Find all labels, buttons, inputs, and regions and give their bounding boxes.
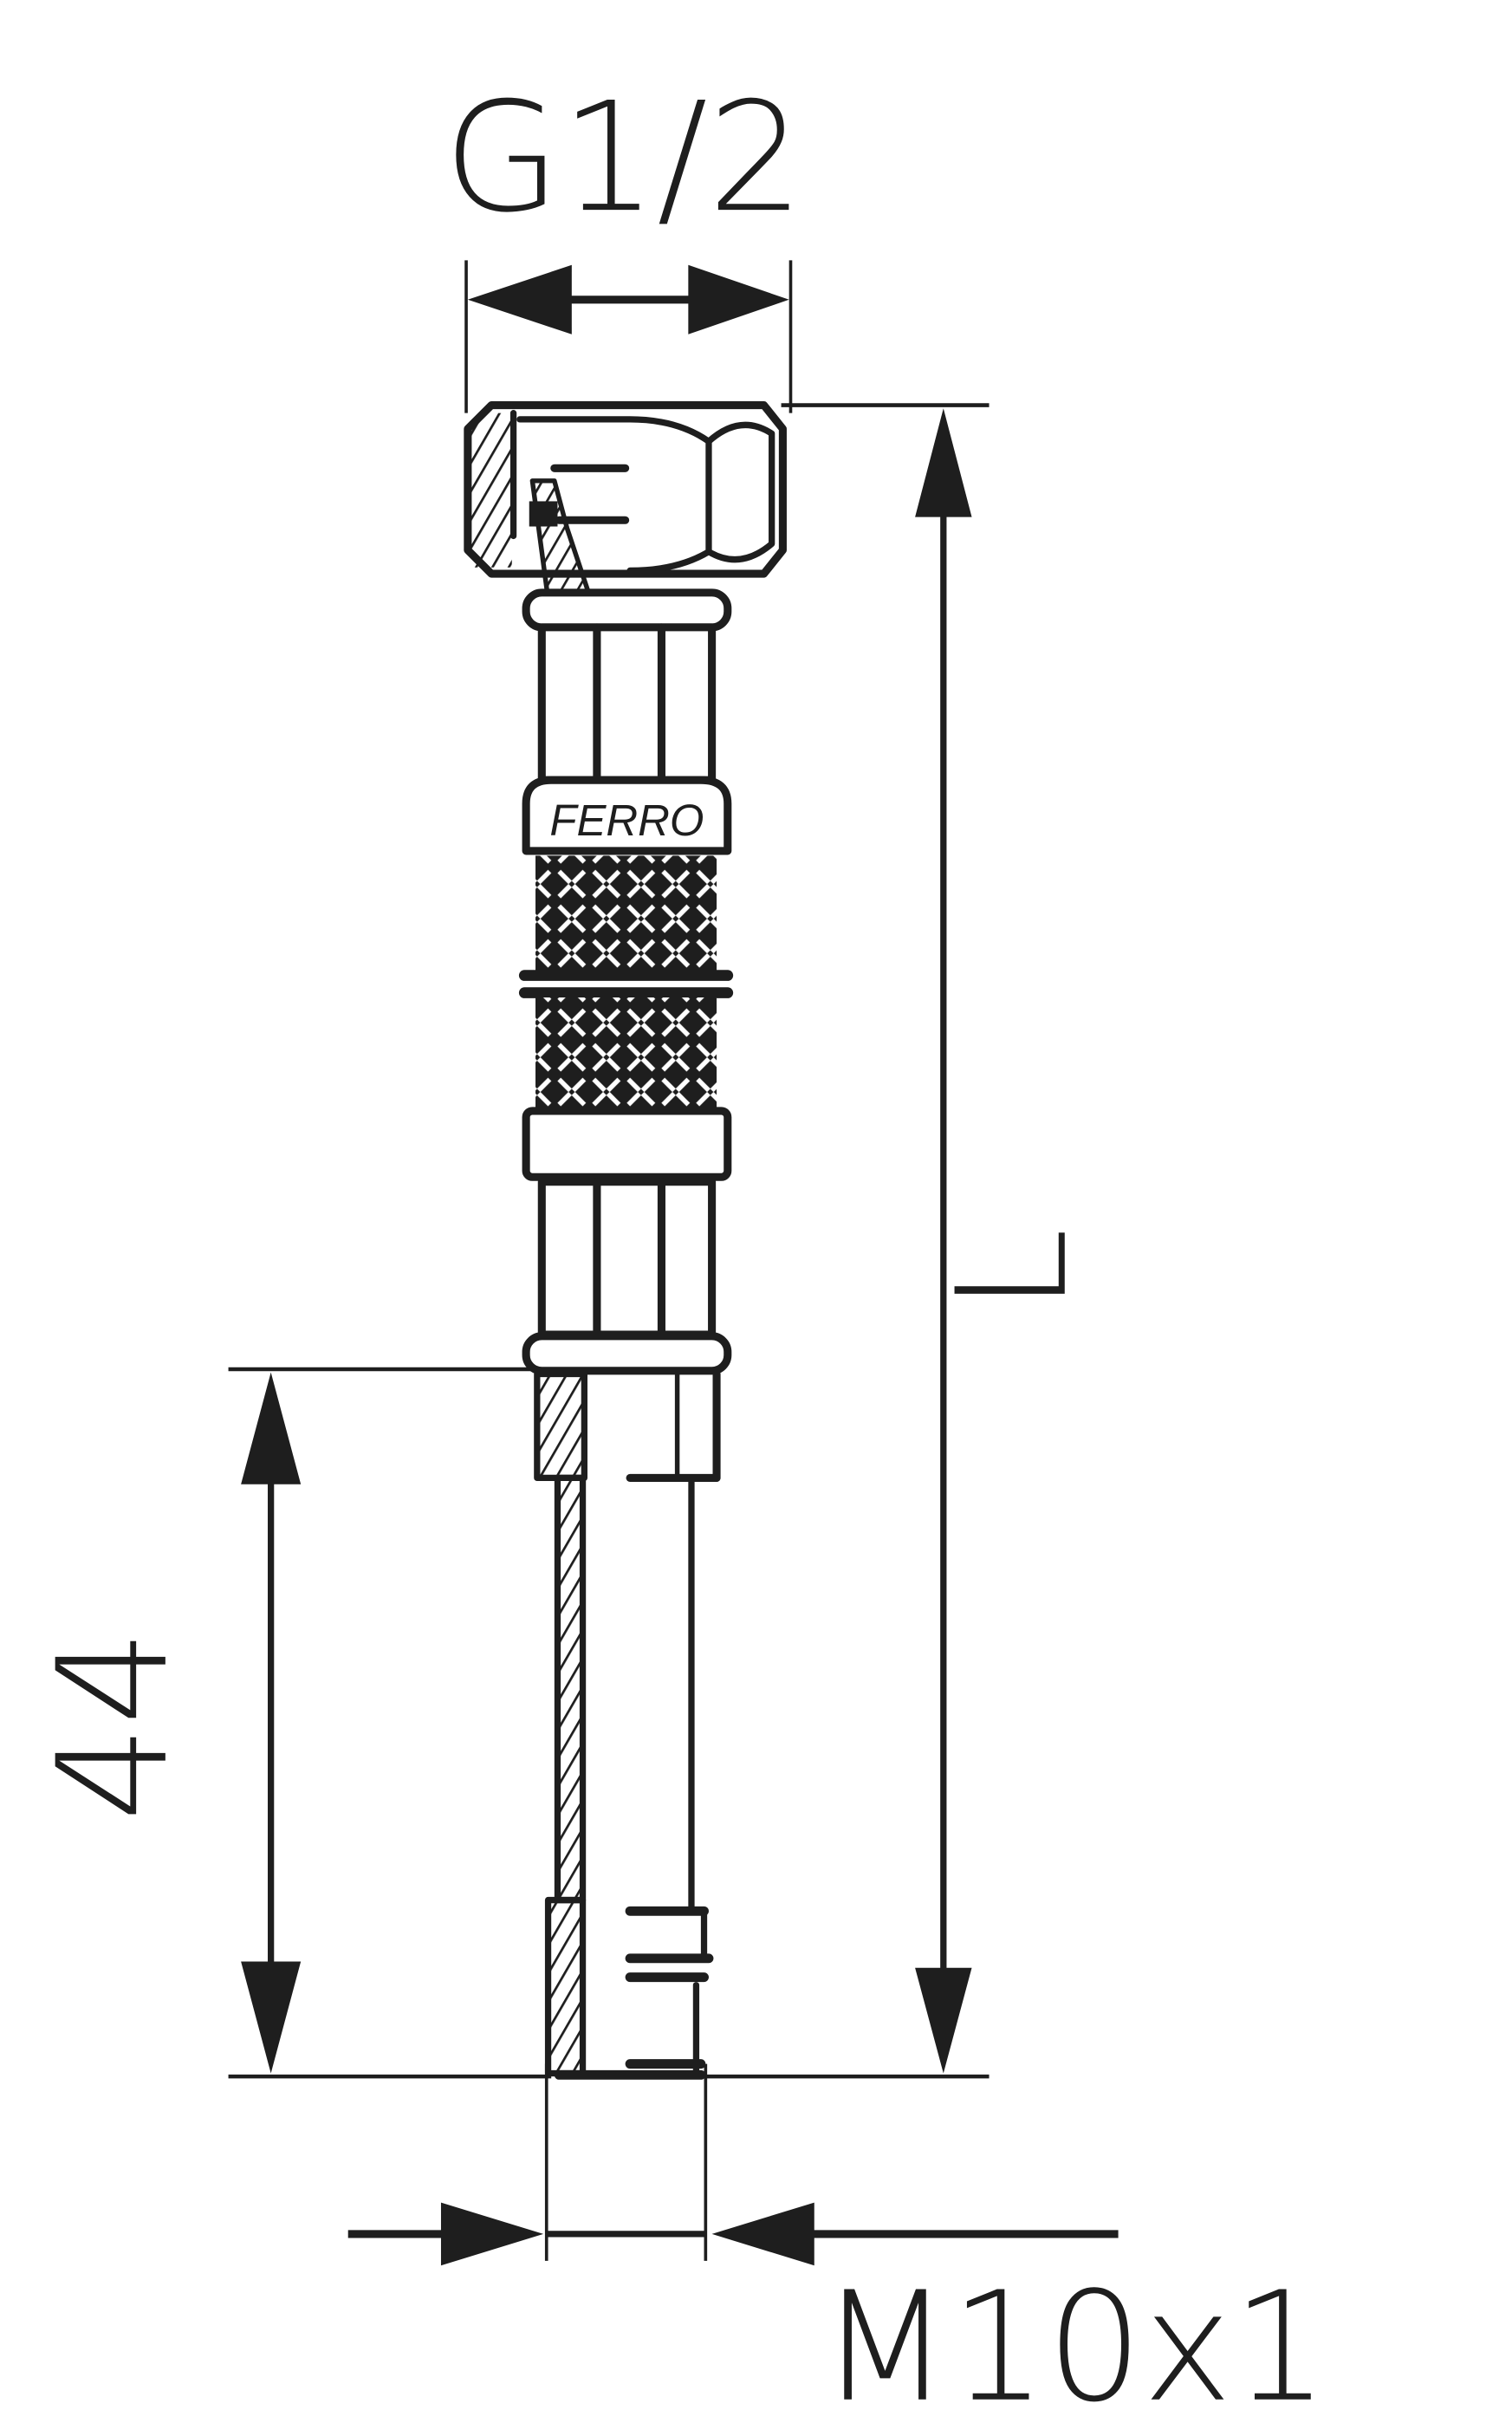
- hose-assembly: FERRO: [464, 401, 787, 2080]
- label-overall-length: L: [925, 1228, 1101, 1312]
- dimension-length: L: [702, 403, 1101, 2079]
- braided-hose-upper: [535, 855, 717, 971]
- braided-hose-lower: [535, 997, 717, 1108]
- dimension-m10: M10x1: [347, 2063, 1328, 2436]
- arrow-down-icon: [915, 1967, 972, 2074]
- brand-band: [522, 776, 732, 855]
- arrow-up-icon: [915, 408, 972, 517]
- label-nipple-length: 44: [26, 1629, 202, 1822]
- dimension-g12: G1/2: [444, 70, 804, 413]
- arrow-left-icon: [711, 2202, 814, 2266]
- arrow-right-icon: [440, 2202, 544, 2266]
- upper-ferrule: [537, 623, 717, 784]
- arrow-right-icon: [688, 264, 789, 335]
- brand-label: FERRO: [549, 796, 704, 845]
- hex-nut: [464, 401, 787, 601]
- lower-ferrule: [537, 1178, 717, 1339]
- upper-ring: [522, 588, 732, 632]
- arrow-left-icon: [467, 264, 572, 335]
- lower-band: [522, 1107, 732, 1181]
- threaded-nipple: [534, 1369, 721, 2080]
- arrow-up-icon: [241, 1372, 302, 1484]
- label-top-thread: G1/2: [444, 70, 804, 246]
- lower-ring: [522, 1332, 732, 1375]
- dimension-44: 44: [26, 1367, 552, 2079]
- arrow-down-icon: [241, 1961, 302, 2074]
- label-bottom-thread: M10x1: [820, 2260, 1328, 2436]
